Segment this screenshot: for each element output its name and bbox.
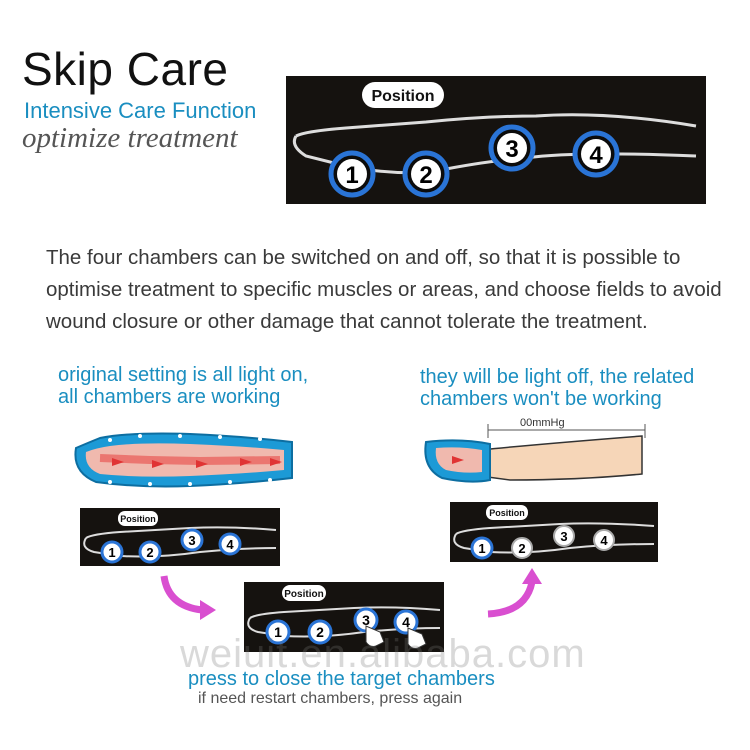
svg-text:3: 3 bbox=[188, 533, 195, 548]
leg-illustration-partial-off: 00mmHg bbox=[420, 414, 650, 499]
chamber-4-button[interactable]: 4 bbox=[572, 130, 620, 178]
left-caption-line1: original setting is all light on, bbox=[58, 364, 309, 386]
left-caption-line2: all chambers are working bbox=[58, 386, 281, 408]
chamber-1-button[interactable]: 1 bbox=[328, 150, 376, 198]
center-chamber-4[interactable]: 4 bbox=[393, 609, 419, 635]
footer-instruction: press to close the target chambers bbox=[188, 668, 495, 690]
svg-text:2: 2 bbox=[419, 162, 432, 189]
right-caption: they will be light off, the related cham… bbox=[420, 366, 694, 410]
svg-text:3: 3 bbox=[362, 612, 370, 628]
svg-text:4: 4 bbox=[226, 537, 234, 552]
small-left-chamber-3[interactable]: 3 bbox=[180, 528, 204, 552]
left-caption: original setting is all light on, all ch… bbox=[58, 364, 308, 408]
svg-text:Position: Position bbox=[284, 589, 323, 600]
svg-text:Position: Position bbox=[489, 508, 525, 518]
pressure-label: 00mmHg bbox=[520, 417, 565, 429]
svg-text:1: 1 bbox=[345, 162, 358, 189]
small-left-chamber-1[interactable]: 1 bbox=[100, 540, 124, 564]
arrow-left-to-center-icon bbox=[158, 572, 222, 625]
svg-text:1: 1 bbox=[108, 545, 115, 560]
chamber-2-button[interactable]: 2 bbox=[402, 150, 450, 198]
svg-text:2: 2 bbox=[316, 624, 324, 640]
svg-text:3: 3 bbox=[505, 136, 518, 163]
pointing-hand-icon bbox=[365, 625, 385, 647]
position-panel-small-left: Position 1 2 3 4 bbox=[80, 508, 280, 566]
right-caption-line2: chambers won't be working bbox=[420, 388, 662, 410]
svg-text:4: 4 bbox=[402, 614, 410, 630]
svg-text:Position: Position bbox=[120, 514, 156, 524]
description-text: The four chambers can be switched on and… bbox=[46, 246, 722, 333]
svg-text:2: 2 bbox=[146, 545, 153, 560]
small-right-chamber-1[interactable]: 1 bbox=[470, 536, 494, 560]
position-label: Position bbox=[371, 88, 434, 105]
small-right-chamber-4[interactable]: 4 bbox=[593, 529, 615, 551]
chamber-3-button[interactable]: 3 bbox=[488, 124, 536, 172]
small-right-chamber-3[interactable]: 3 bbox=[553, 525, 575, 547]
svg-text:1: 1 bbox=[274, 624, 282, 640]
svg-text:4: 4 bbox=[589, 142, 603, 169]
center-chamber-2[interactable]: 2 bbox=[307, 619, 333, 645]
right-caption-line1: they will be light off, the related bbox=[420, 366, 695, 388]
footer-note: if need restart chambers, press again bbox=[198, 690, 463, 707]
page-title: Skip Care bbox=[22, 43, 229, 95]
center-chamber-1[interactable]: 1 bbox=[265, 619, 291, 645]
svg-text:1: 1 bbox=[478, 541, 485, 556]
watermark: weiuit.en.alibaba.com bbox=[180, 632, 586, 676]
tagline: optimize treatment bbox=[22, 122, 238, 154]
svg-text:3: 3 bbox=[560, 529, 567, 544]
subtitle: Intensive Care Function bbox=[24, 98, 257, 123]
position-panel-small-right: Position 1 2 3 4 bbox=[450, 502, 658, 562]
position-panel-large: Position 1 2 3 4 bbox=[286, 76, 706, 204]
small-right-chamber-2[interactable]: 2 bbox=[511, 537, 533, 559]
arrow-center-to-right-icon bbox=[484, 566, 548, 625]
leg-illustration-all-on bbox=[70, 428, 300, 499]
small-left-chamber-2[interactable]: 2 bbox=[138, 540, 162, 564]
pointing-hand-icon bbox=[407, 627, 427, 649]
small-left-chamber-4[interactable]: 4 bbox=[218, 532, 242, 556]
svg-text:4: 4 bbox=[600, 533, 608, 548]
svg-text:2: 2 bbox=[518, 541, 525, 556]
position-panel-center: Position 1 2 3 4 bbox=[244, 582, 444, 652]
